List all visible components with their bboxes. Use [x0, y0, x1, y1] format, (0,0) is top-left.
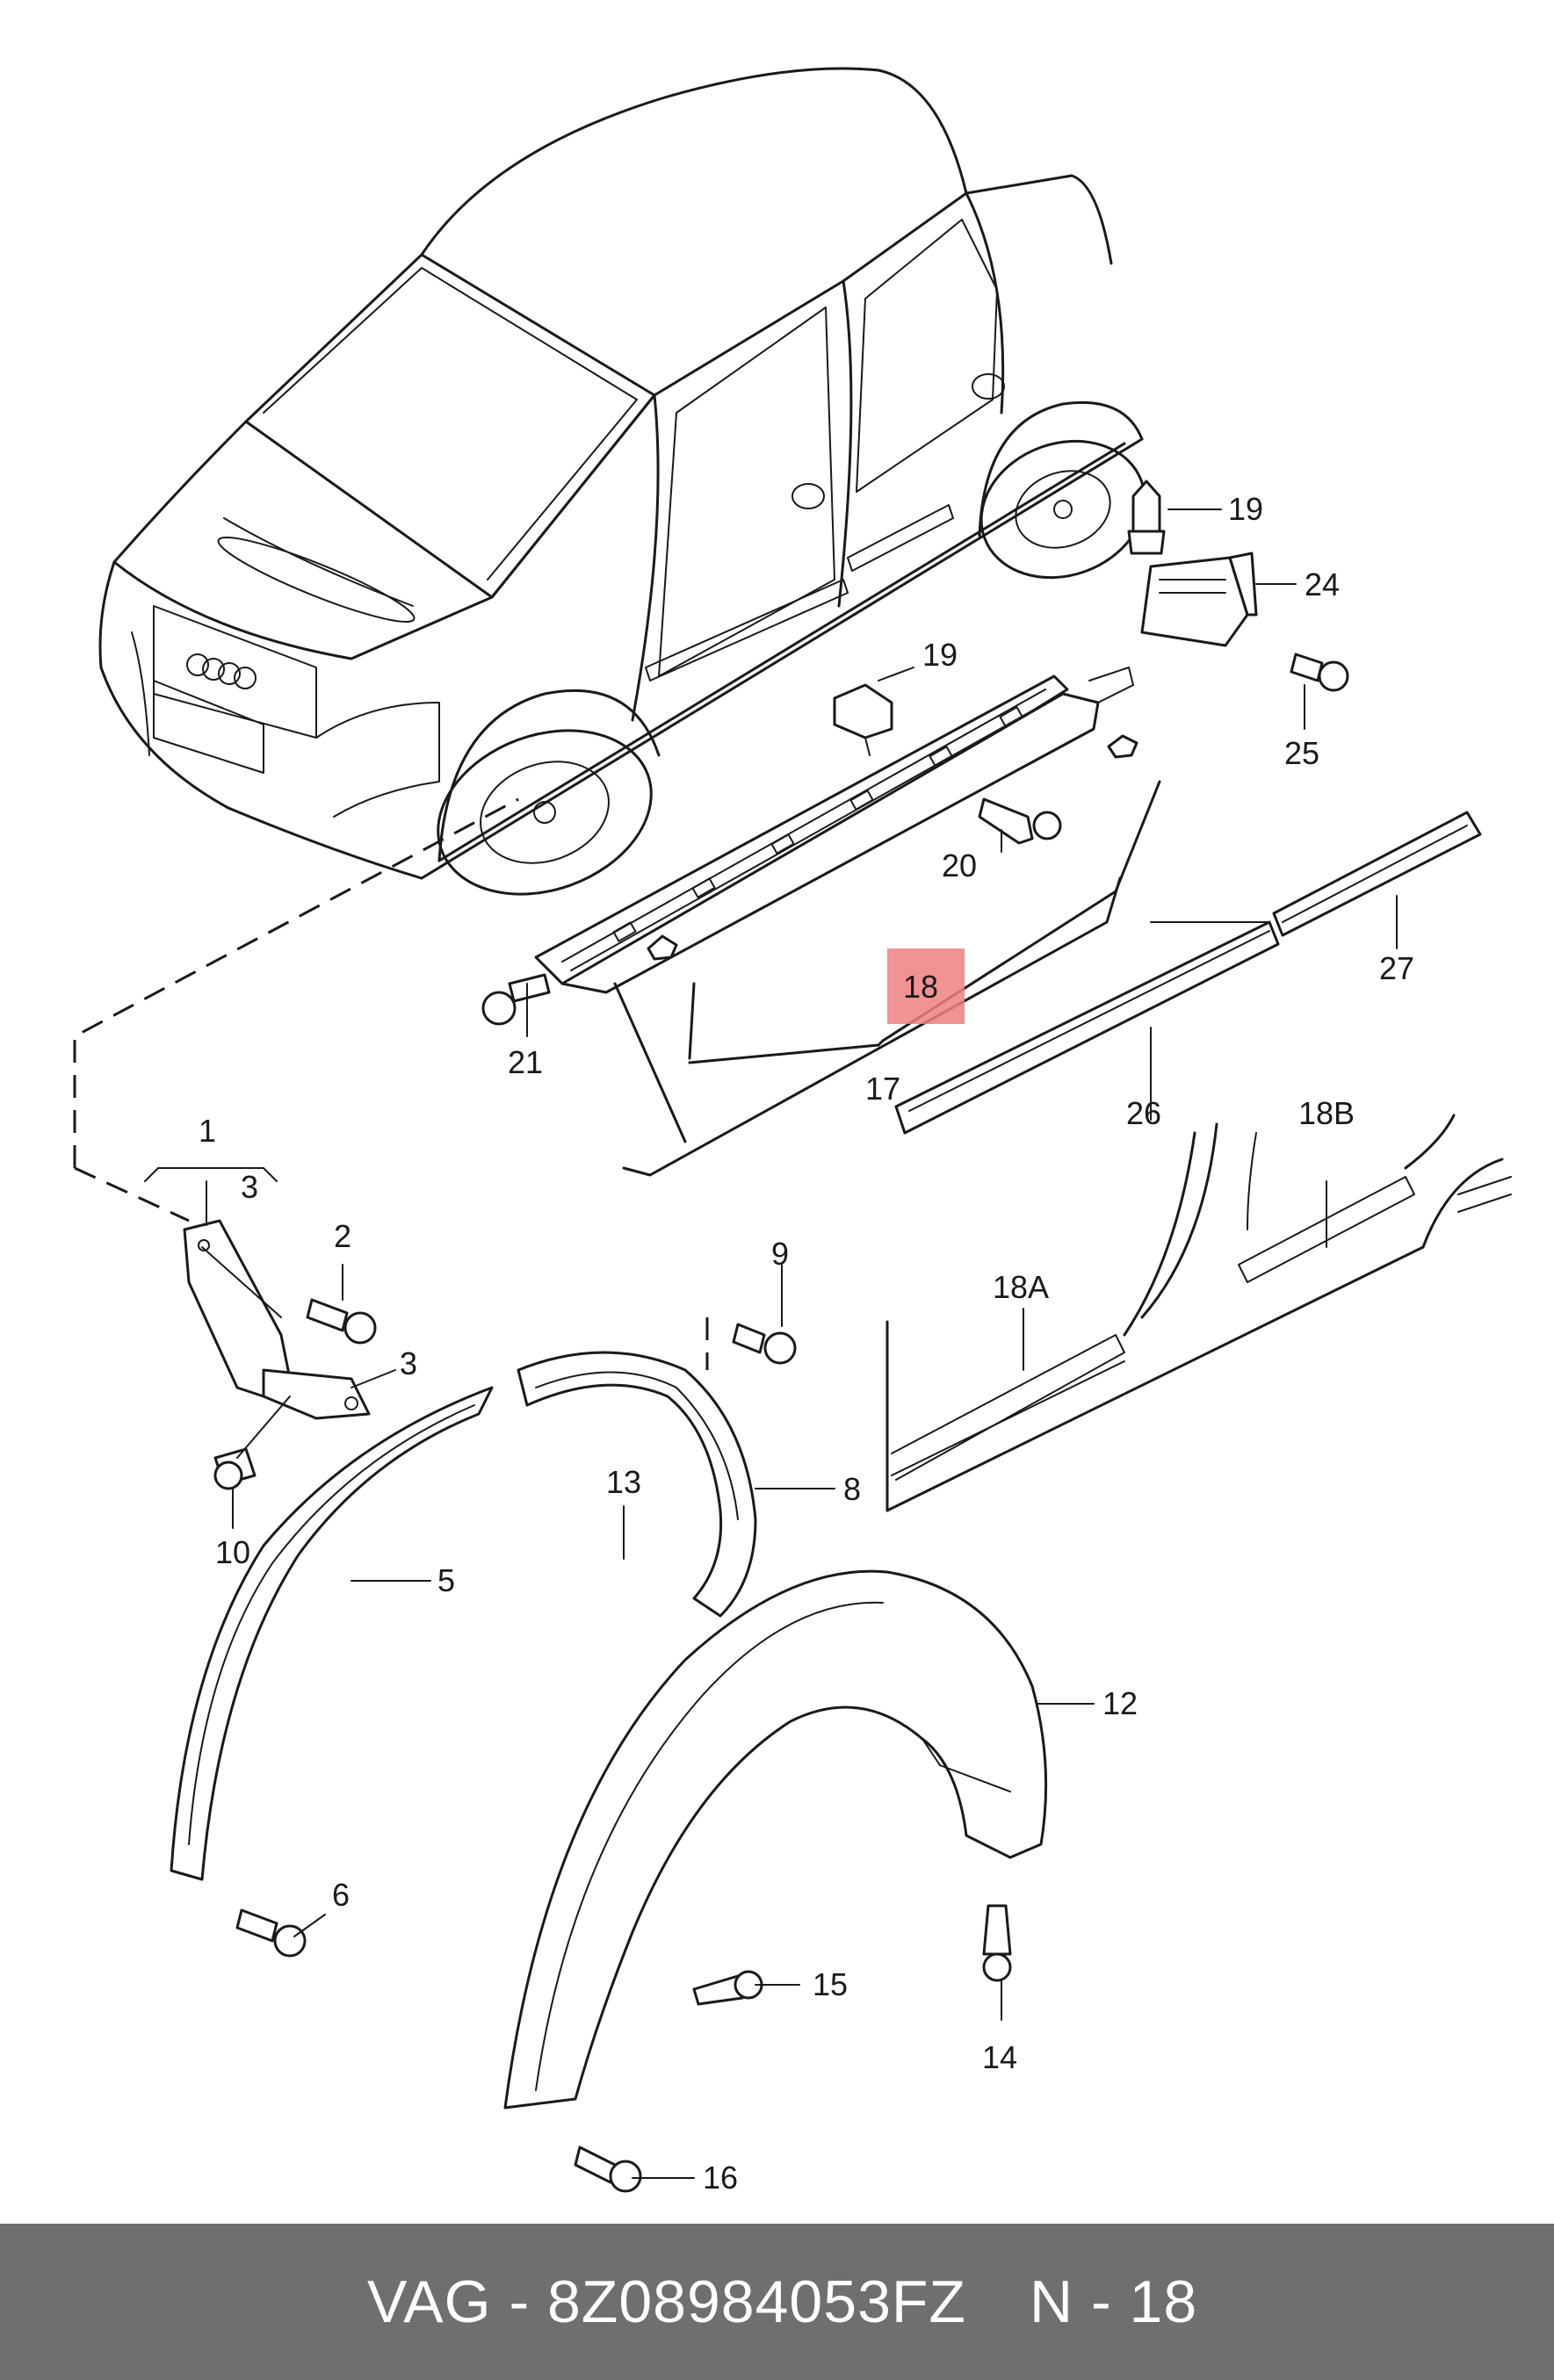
door-sill-panel — [885, 1114, 1512, 1512]
part-number-text: VAG - 8Z08984053FZ — [367, 2268, 966, 2335]
callout-18: 18 — [903, 969, 938, 1005]
callout-25: 25 — [1284, 735, 1319, 771]
moulding-strips — [894, 811, 1482, 1135]
callout-27: 27 — [1379, 950, 1414, 986]
callout-2: 2 — [334, 1218, 351, 1254]
callout-12: 12 — [1102, 1685, 1138, 1721]
callout-15: 15 — [813, 1966, 848, 2002]
callout-8: 8 — [843, 1471, 861, 1507]
callout-18b: 18B — [1298, 1095, 1355, 1131]
callout-3-lower: 3 — [400, 1345, 417, 1381]
callout-14: 14 — [982, 2039, 1017, 2075]
wheel-arch-flare-12 — [503, 1569, 1048, 2110]
callout-19-mid: 19 — [922, 637, 958, 673]
exploded-parts-diagram: 1 2 3 3 5 6 8 9 10 12 13 14 15 16 17 18 … — [73, 67, 1512, 2196]
arch-liner-8 — [517, 1351, 757, 1618]
leader-lines — [144, 508, 1398, 2179]
callout-16: 16 — [703, 2160, 738, 2196]
callout-6: 6 — [332, 1877, 350, 1913]
fasteners — [213, 653, 1349, 2193]
footer-bar: VAG - 8Z08984053FZ N - 18 — [0, 2224, 1554, 2380]
arch-liner-5 — [170, 1386, 494, 1881]
callout-19-upper: 19 — [1228, 491, 1263, 527]
dashed-guide — [73, 797, 709, 1370]
rear-bracket — [1127, 480, 1258, 647]
callout-3-upper: 3 — [241, 1169, 258, 1205]
callout-9: 9 — [771, 1236, 789, 1272]
highlight-box — [887, 948, 965, 1024]
callout-26: 26 — [1126, 1095, 1161, 1131]
callout-5: 5 — [437, 1562, 455, 1598]
callout-18a: 18A — [993, 1269, 1049, 1305]
callout-labels: 1 2 3 3 5 6 8 9 10 12 13 14 15 16 17 18 … — [199, 491, 1414, 2196]
callout-24: 24 — [1305, 566, 1340, 602]
callout-17: 17 — [865, 1071, 900, 1107]
sill-trim-assembly — [534, 667, 1161, 1177]
callout-13: 13 — [606, 1464, 641, 1500]
callout-20: 20 — [942, 847, 977, 883]
callout-1: 1 — [199, 1113, 216, 1149]
wheelarch-bracket — [183, 1219, 371, 1420]
item-number-text: N - 18 — [1030, 2268, 1198, 2335]
callout-21: 21 — [508, 1044, 543, 1080]
callout-10: 10 — [215, 1534, 250, 1570]
car-outline — [98, 67, 1146, 896]
